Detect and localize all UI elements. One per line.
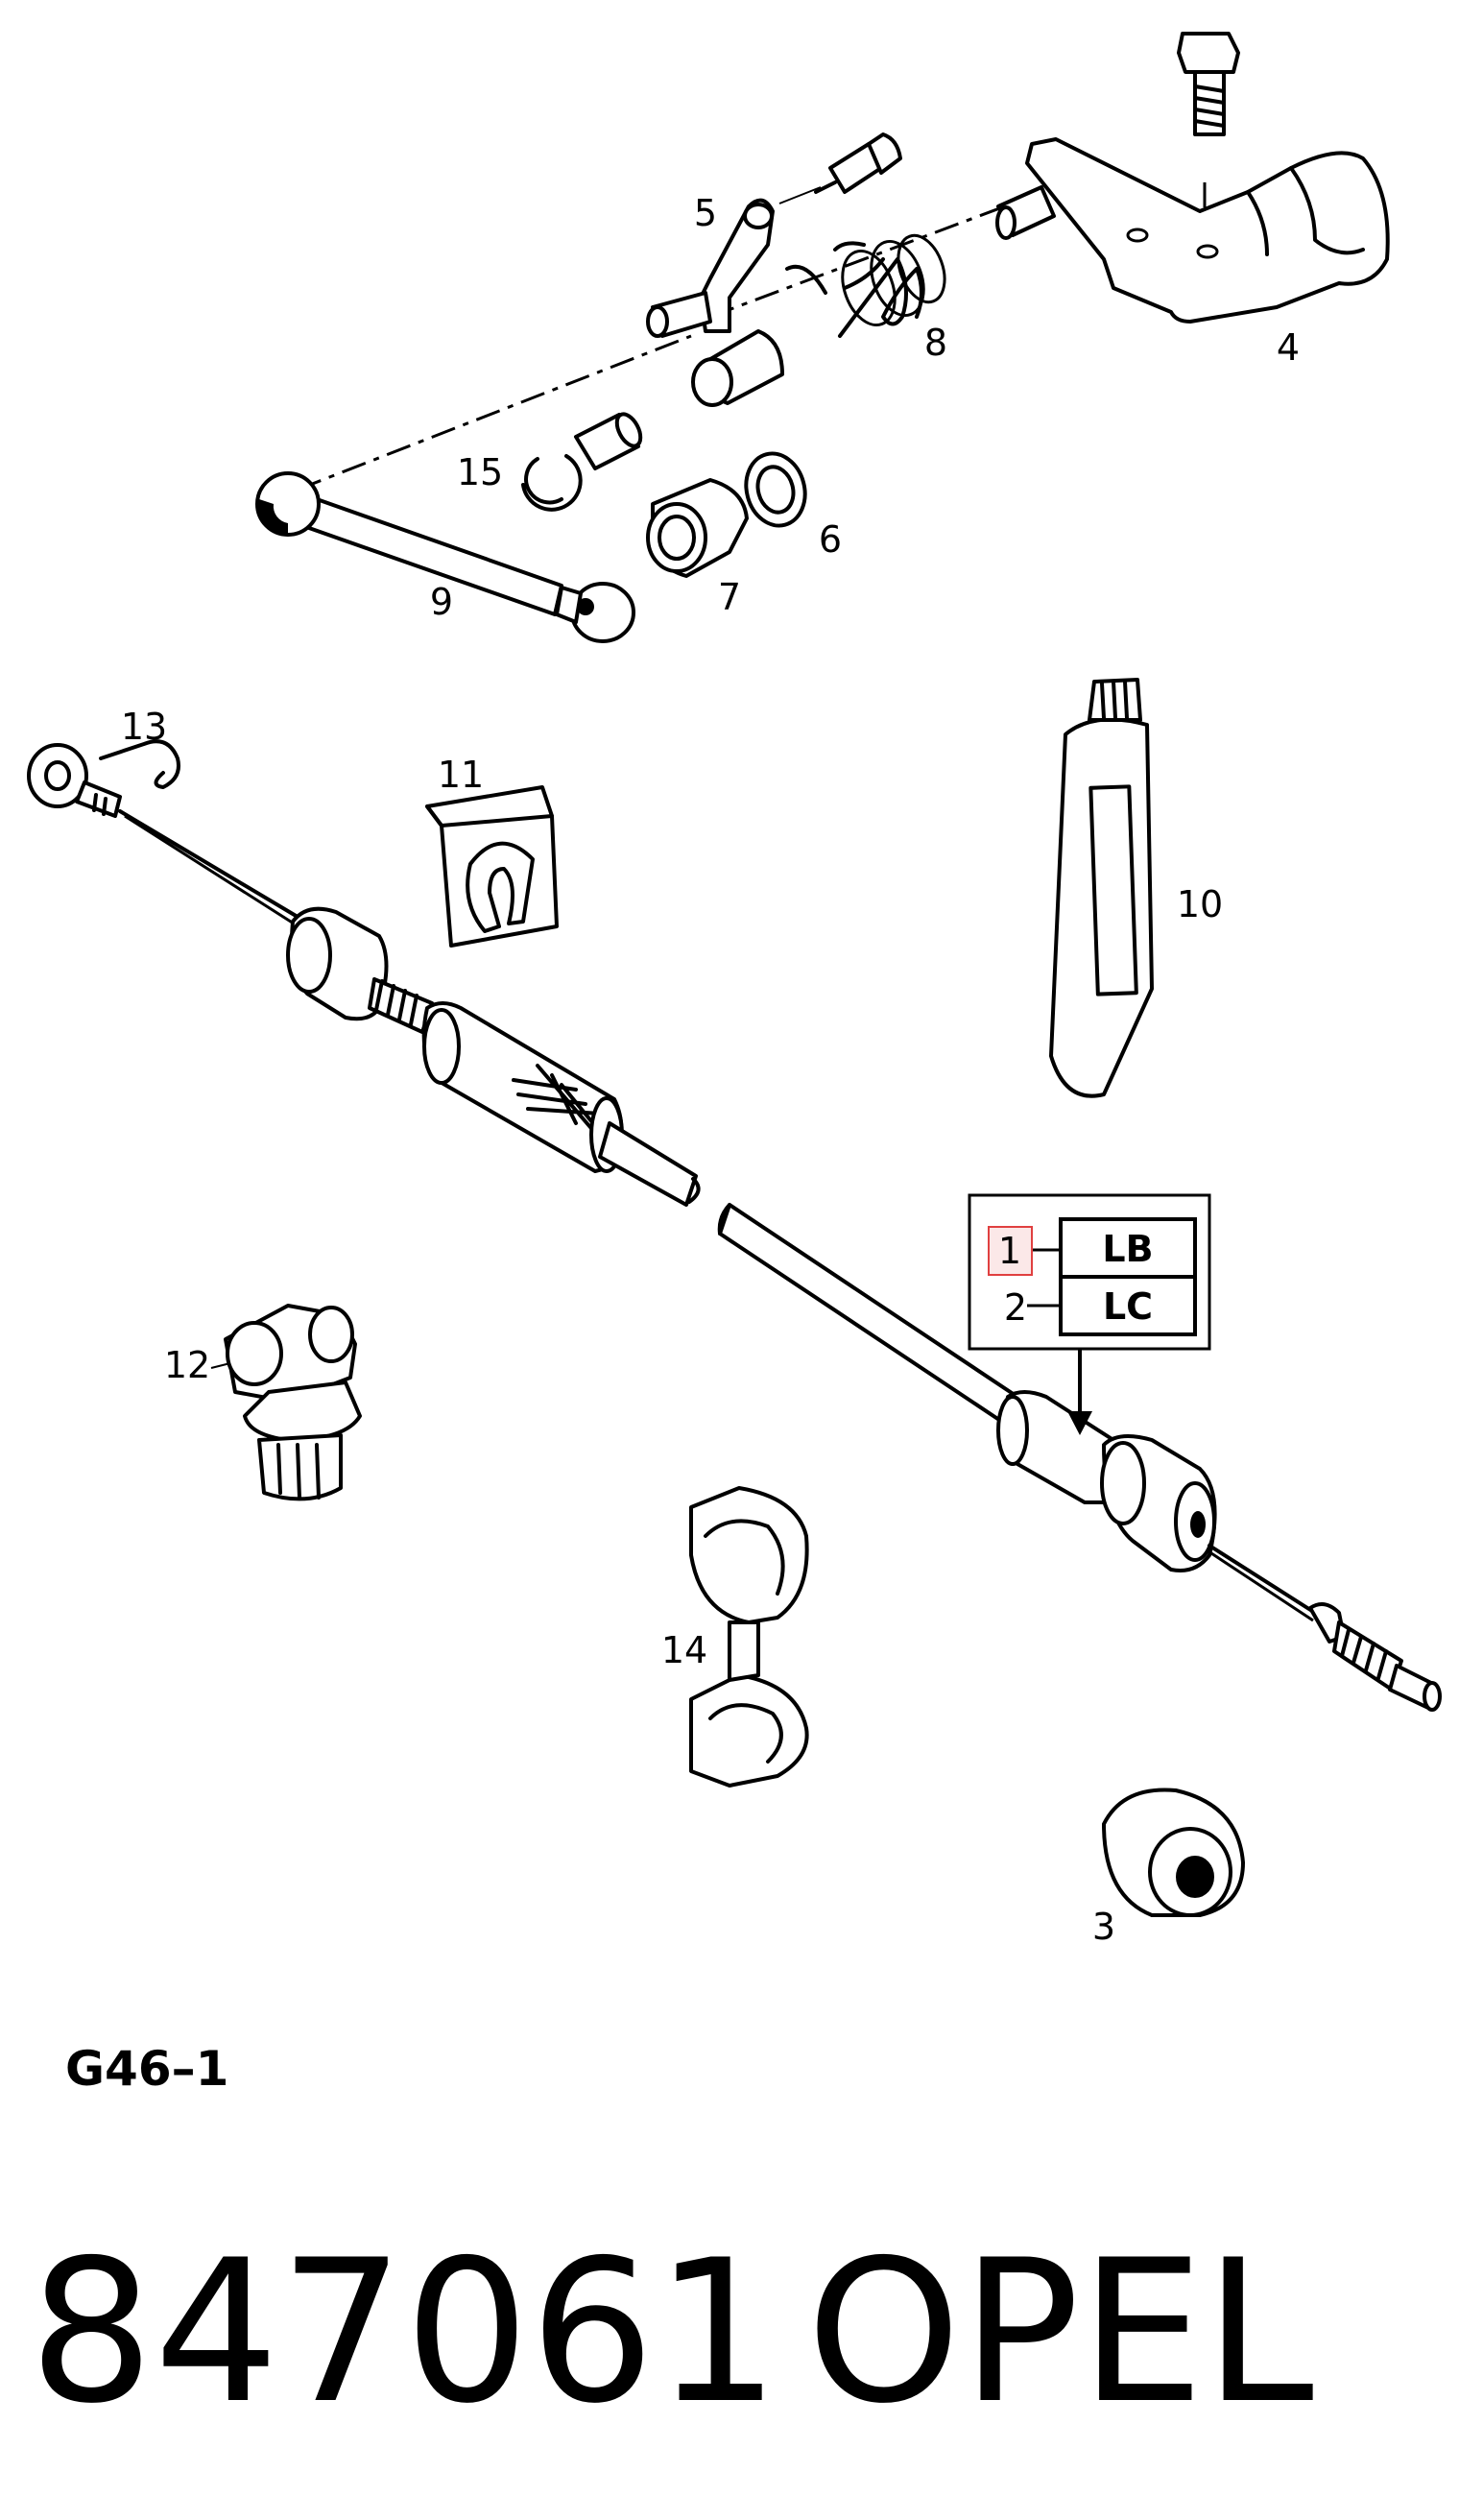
- cable-eye-end: [27, 743, 122, 818]
- variant-1-index: 1: [998, 1230, 1021, 1272]
- brand-name: OPEL: [806, 2219, 1314, 2447]
- part-3-grommet: [1102, 1788, 1245, 1917]
- callout-13: 13: [121, 706, 167, 748]
- part-7-sleeve: [646, 478, 749, 578]
- part-6-washer: [744, 451, 807, 528]
- inner-cable-rear: [1208, 1544, 1317, 1615]
- callout-14: 14: [661, 1629, 707, 1671]
- part-9-link-rod: [255, 471, 635, 643]
- variant-2-index: 2: [1004, 1286, 1027, 1329]
- callout-12: 12: [164, 1344, 210, 1386]
- part-8-spring: [785, 233, 946, 338]
- part-12-retainer: [224, 1304, 362, 1501]
- callout-10: 10: [1177, 883, 1223, 925]
- cable-threaded-section: [368, 977, 434, 1034]
- callout-4: 4: [1277, 326, 1300, 369]
- bracket-bolt: [1177, 32, 1240, 136]
- callout-9: 9: [430, 581, 453, 623]
- lever-bushing: [691, 329, 784, 407]
- variant-1-code: LB: [1102, 1228, 1153, 1270]
- callout-11: 11: [438, 754, 484, 796]
- callout-7: 7: [718, 576, 741, 618]
- cable-rear-threaded-end: [1308, 1602, 1442, 1712]
- callout-8: 8: [924, 322, 947, 364]
- assembly-axis-line: [297, 334, 692, 492]
- cable-rear-sleeve: [996, 1390, 1217, 1572]
- part-4-bracket: [995, 137, 1390, 324]
- callout-6: 6: [819, 518, 842, 561]
- callout-15: 15: [457, 451, 503, 493]
- inner-cable-front: [118, 809, 299, 919]
- part-5-lever: [646, 198, 775, 338]
- cable-sleeve: [421, 1001, 624, 1173]
- callout-5: 5: [694, 192, 717, 234]
- part-10-grease-tube: [1049, 678, 1154, 1098]
- part-number: 847061: [29, 2219, 780, 2447]
- part-11-clip-plate: [425, 785, 559, 948]
- cable-front-grommet: [286, 906, 389, 1021]
- callout-3: 3: [1092, 1906, 1115, 1948]
- pin: [574, 412, 643, 470]
- part-13-hook-clip: [99, 739, 180, 789]
- diagram-code: G46–1: [65, 2041, 228, 2097]
- outer-cable-upper: [598, 1121, 698, 1207]
- variant-1-highlight: [988, 1226, 1033, 1276]
- part-14-double-clip: [689, 1486, 809, 1788]
- assembly-axis-line-upper: [709, 200, 1018, 319]
- stud-bolt: [814, 132, 902, 194]
- variant-table-frame: [968, 1193, 1211, 1435]
- variant-2-code: LC: [1103, 1285, 1153, 1328]
- part-15-circlip: [521, 454, 583, 512]
